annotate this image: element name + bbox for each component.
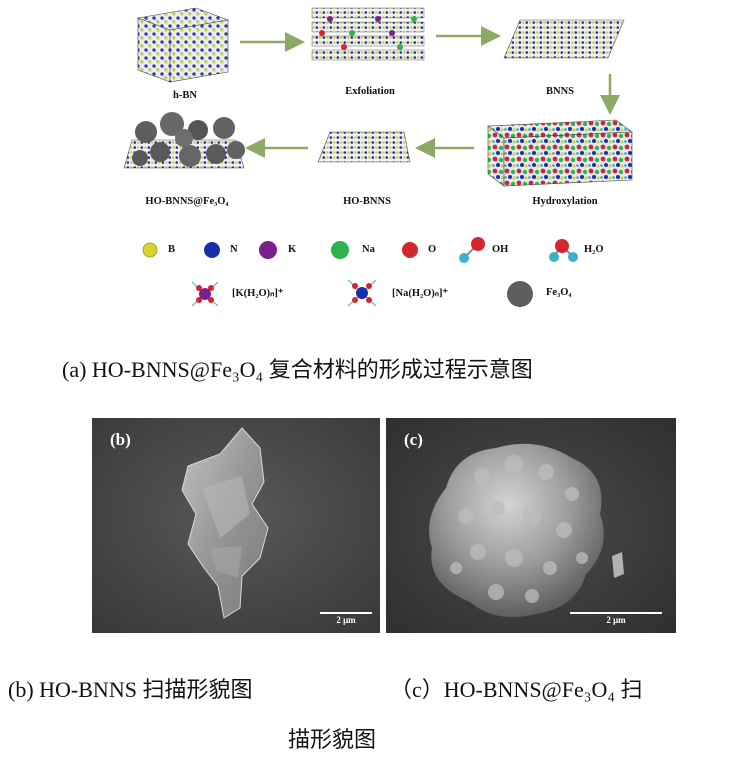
hobnns-sheet-graphic <box>317 131 411 163</box>
legend-na-icon <box>331 241 349 259</box>
sem-b-flake <box>92 418 380 633</box>
sem-c-aggregate <box>386 418 676 633</box>
stage-label-hydroxylation: Hydroxylation <box>532 196 598 207</box>
stage-label-exfoliation: Exfoliation <box>345 86 395 97</box>
legend-h2o-label: H₂O <box>584 244 604 255</box>
sem-c-scalebar: 2 μm <box>570 612 662 625</box>
legend-n-icon <box>204 242 220 258</box>
sem-c-scale-text: 2 μm <box>606 615 626 625</box>
caption-c-line2: 描形貌图 <box>288 727 377 752</box>
stage-label-composite: HO-BNNS@Fe₃O₄ <box>145 196 229 207</box>
stage-label-hobnns: HO-BNNS <box>343 196 391 207</box>
legend-na-label: Na <box>362 244 375 255</box>
composite-graphic <box>123 112 245 169</box>
formation-schematic <box>123 7 633 307</box>
legend-n-label: N <box>230 244 238 255</box>
stage-label-hbn: h-BN <box>173 90 197 101</box>
legend-k-complex-icon <box>191 281 219 307</box>
hydroxylation-graphic <box>487 119 633 187</box>
legend-o-icon <box>402 242 418 258</box>
legend-oh-icon <box>459 237 485 263</box>
sem-b-label: (b) <box>110 430 131 449</box>
stage-label-bnns: BNNS <box>545 86 574 97</box>
legend-oh-label: OH <box>492 244 509 255</box>
sem-b-scalebar: 2 μm <box>320 612 372 625</box>
hbn-cube-graphic <box>136 7 230 83</box>
bnns-sheet-graphic <box>503 19 625 59</box>
legend-o-label: O <box>428 244 437 255</box>
sem-c-label: (c) <box>404 430 423 449</box>
legend-b-label: B <box>168 244 176 255</box>
legend-na-complex-icon <box>347 279 377 307</box>
sem-image-b: (b) 2 μm <box>92 418 380 633</box>
legend-fe3o4-icon <box>507 281 533 307</box>
legend-na-complex-label: [Na(H₂O)ₙ]⁺ <box>392 288 449 299</box>
legend-k-complex-label: [K(H₂O)ₙ]⁺ <box>232 288 284 299</box>
sem-image-c: (c) 2 μm <box>386 418 676 633</box>
legend-h2o-icon <box>549 239 578 262</box>
legend-k-label: K <box>288 244 297 255</box>
caption-b: (b) HO-BNNS 扫描形貌图 <box>8 677 253 702</box>
legend-k-icon <box>259 241 277 259</box>
caption-a: (a) HO-BNNS@Fe₃O₄ 复合材料的形成过程示意图 <box>62 357 533 382</box>
legend-fe3o4-label: Fe₃O₄ <box>546 287 572 298</box>
exfoliation-graphic <box>311 7 425 61</box>
sem-b-scale-text: 2 μm <box>336 615 356 625</box>
caption-c-line1: （c）HO-BNNS@Fe₃O₄ 扫 <box>390 677 643 702</box>
legend-b-icon <box>142 242 158 258</box>
